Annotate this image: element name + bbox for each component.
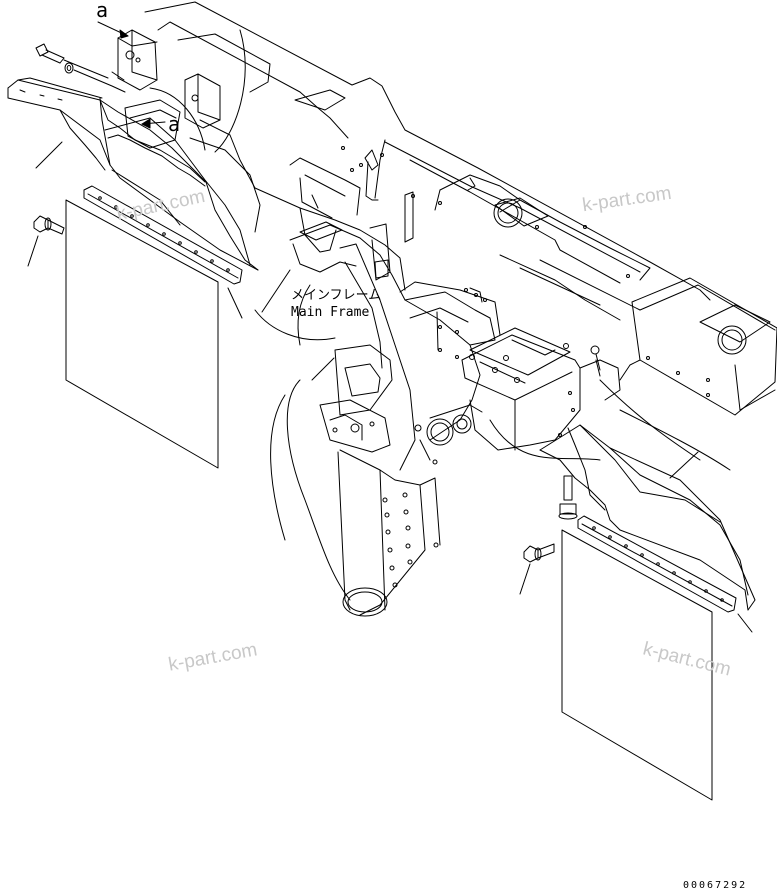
vertical-bolt-icon xyxy=(558,475,578,520)
leader-right-fender xyxy=(669,451,699,479)
bracket-a-top xyxy=(111,29,158,91)
bracket-a-mid xyxy=(184,73,221,129)
flange-bolt-left-icon xyxy=(33,215,65,235)
leader-flange-bolt-right xyxy=(519,563,531,595)
washer-icon xyxy=(64,62,74,74)
leader-right-flap xyxy=(737,613,753,633)
leader-bracket xyxy=(311,357,335,381)
flange-bolt-right-icon xyxy=(523,543,555,563)
main-frame-label-ja: メインフレーム xyxy=(291,288,382,303)
view-label-top: a xyxy=(96,0,109,22)
view-arrow-top-icon xyxy=(97,21,129,39)
leader-left-fender xyxy=(35,141,63,169)
view-arrow-mid-icon xyxy=(141,118,166,129)
bolt-icon xyxy=(35,43,65,64)
right-fender xyxy=(539,424,756,611)
leader-center-box xyxy=(595,359,601,377)
left-flap-strip xyxy=(83,185,243,285)
right-flap-strip xyxy=(577,515,737,613)
leader-bolt xyxy=(63,59,109,79)
front-frame-section xyxy=(289,221,501,471)
leader-flange-bolt-left xyxy=(27,235,39,267)
leader-main-frame xyxy=(261,269,291,313)
main-frame-lower-rail xyxy=(104,117,630,321)
drawing-number: 00067292 xyxy=(683,880,748,891)
front-frame-leg xyxy=(319,344,441,617)
left-fender xyxy=(7,77,259,271)
hose-lines xyxy=(149,29,731,601)
right-mud-flap-outline xyxy=(561,529,713,801)
leader-washer xyxy=(73,69,126,93)
left-mud-flap-outline xyxy=(65,199,219,469)
main-frame-label-en: Main Frame xyxy=(291,305,370,320)
center-box xyxy=(461,327,621,451)
view-label-mid: a xyxy=(168,112,181,136)
bracket-b xyxy=(124,99,181,149)
leader-left-flap xyxy=(227,287,243,319)
main-frame-upper-rail xyxy=(144,1,777,416)
